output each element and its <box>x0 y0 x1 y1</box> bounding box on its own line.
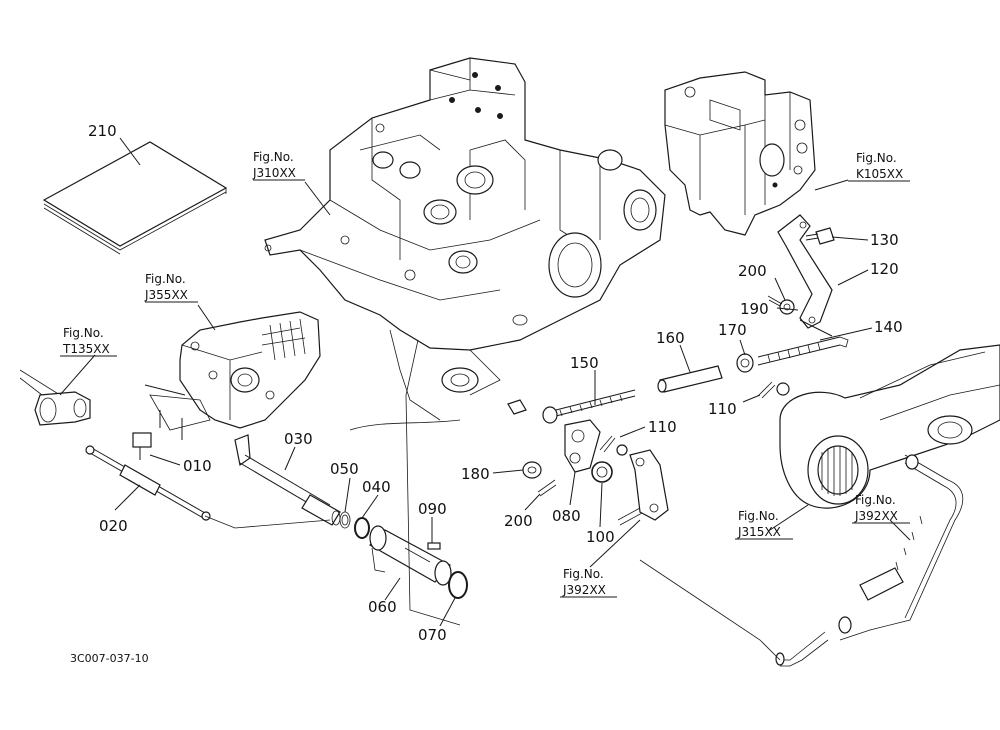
washer-190 <box>779 299 795 315</box>
part-label-100: 100 <box>586 528 615 546</box>
part-label-170: 170 <box>718 321 747 339</box>
o-ring-040 <box>354 517 370 539</box>
part-label-060: 060 <box>368 598 397 616</box>
bolt-130 <box>805 227 835 245</box>
part-label-140: 140 <box>874 318 903 336</box>
bracket-plate <box>777 214 833 337</box>
part-label-210: 210 <box>88 122 117 140</box>
snap-ring <box>339 511 351 529</box>
svg-text:J392XX: J392XX <box>854 509 898 523</box>
lift-shaft <box>234 434 341 526</box>
washer-180 <box>522 461 542 479</box>
leader-lines <box>59 137 911 661</box>
part-label-120: 120 <box>870 260 899 278</box>
fig-ref-j355: Fig.No. J355XX <box>144 272 198 303</box>
svg-text:T135XX: T135XX <box>62 342 110 356</box>
cotter-pin-110-center <box>599 435 616 453</box>
svg-text:Fig.No.: Fig.No. <box>563 567 604 581</box>
arm-bracket <box>664 71 816 236</box>
svg-text:Fig.No.: Fig.No. <box>145 272 186 286</box>
svg-text:J355XX: J355XX <box>144 288 188 302</box>
part-label-070: 070 <box>418 626 447 644</box>
svg-text:Fig.No.: Fig.No. <box>253 150 294 164</box>
cotter-pin-200-lower <box>537 479 557 497</box>
cotter-pin-200-upper <box>767 295 783 307</box>
turnbuckle-rod <box>85 445 211 521</box>
lift-arm-j315 <box>779 344 1000 509</box>
part-label-180: 180 <box>461 465 490 483</box>
svg-text:Fig.No.: Fig.No. <box>855 493 896 507</box>
spacer-tube <box>657 365 723 393</box>
manual-booklet <box>42 141 228 255</box>
lower-link-rod <box>775 454 964 667</box>
control-valve <box>144 311 321 440</box>
part-label-040: 040 <box>362 478 391 496</box>
part-label-020: 020 <box>99 517 128 535</box>
washer-100 <box>591 461 613 483</box>
shaft-sleeve <box>369 525 452 586</box>
part-label-160: 160 <box>656 329 685 347</box>
part-label-200-upper: 200 <box>738 262 767 280</box>
svg-text:J310XX: J310XX <box>252 166 296 180</box>
svg-text:J315XX: J315XX <box>737 525 781 539</box>
part-label-150: 150 <box>570 354 599 372</box>
svg-text:Fig.No.: Fig.No. <box>856 151 897 165</box>
part-label-110-right: 110 <box>708 400 737 418</box>
part-label-030: 030 <box>284 430 313 448</box>
svg-text:K105XX: K105XX <box>856 167 903 181</box>
fig-ref-t135: Fig.No. T135XX <box>60 326 117 357</box>
svg-text:Fig.No.: Fig.No. <box>63 326 104 340</box>
key <box>427 542 441 550</box>
fig-ref-j392-right: Fig.No. J392XX <box>852 493 910 524</box>
part-label-190: 190 <box>740 300 769 318</box>
svg-text:Fig.No.: Fig.No. <box>738 509 779 523</box>
part-label-080: 080 <box>552 507 581 525</box>
svg-text:J392XX: J392XX <box>562 583 606 597</box>
lift-linkage <box>19 369 91 426</box>
hydraulic-valve-block <box>264 57 666 431</box>
part-label-130: 130 <box>870 231 899 249</box>
part-label-090: 090 <box>418 500 447 518</box>
part-label-110-center: 110 <box>648 418 677 436</box>
part-label-200-lower: 200 <box>504 512 533 530</box>
link-plate-j392 <box>616 444 669 526</box>
drawing-code: 3C007-037-10 <box>70 652 149 665</box>
fig-ref-j392-center: Fig.No. J392XX <box>560 567 617 598</box>
fig-ref-j315: Fig.No. J315XX <box>735 509 793 540</box>
o-ring-070 <box>448 571 468 599</box>
clevis-pin <box>132 432 152 460</box>
fig-ref-k105: Fig.No. K105XX <box>848 151 910 182</box>
part-label-050: 050 <box>330 460 359 478</box>
threaded-rod-150 <box>507 389 636 424</box>
cotter-pin-110-right <box>757 381 790 399</box>
threaded-rod-140 <box>757 336 849 366</box>
nut-170 <box>736 353 754 373</box>
fig-ref-j310: Fig.No. J310XX <box>252 150 305 181</box>
part-label-010: 010 <box>183 457 212 475</box>
lever-arm-080 <box>564 419 601 473</box>
